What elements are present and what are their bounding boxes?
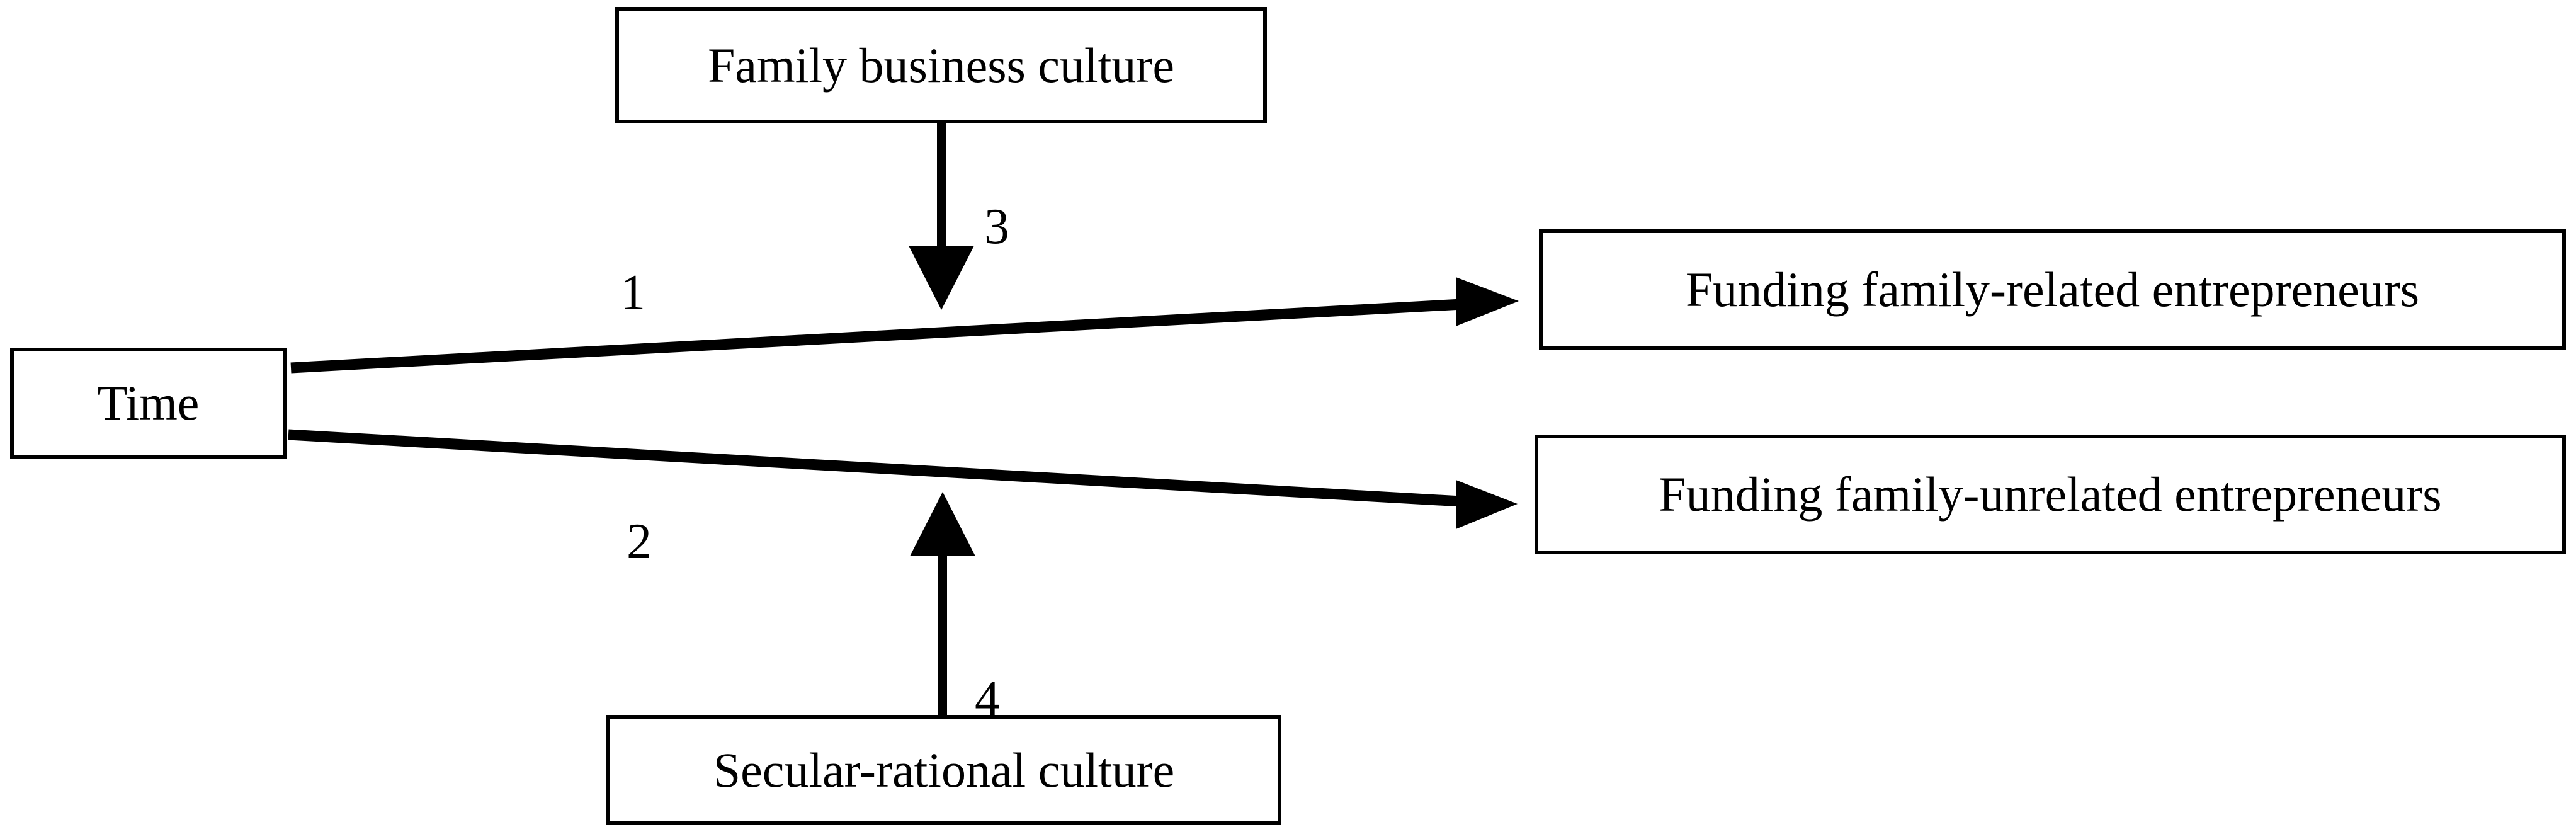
arrowhead-up-icon [910, 492, 975, 556]
node-funding-family-unrelated-entrepreneurs-label: Funding family-unrelated entrepreneurs [1659, 467, 2442, 522]
node-family-business-culture-label: Family business culture [708, 37, 1174, 93]
edge-4-label: 4 [975, 671, 1000, 727]
node-time[interactable]: Time [10, 348, 287, 459]
node-family-business-culture[interactable]: Family business culture [615, 7, 1267, 123]
edge-2-label: 2 [627, 514, 652, 569]
node-funding-family-unrelated-entrepreneurs[interactable]: Funding family-unrelated entrepreneurs [1535, 435, 2566, 554]
arrowhead-right-icon [1456, 480, 1518, 529]
edge-3-label: 3 [984, 199, 1009, 254]
node-funding-family-related-entrepreneurs[interactable]: Funding family-related entrepreneurs [1539, 229, 2566, 350]
arrowhead-down-icon [909, 246, 974, 310]
node-secular-rational-culture-label: Secular-rational culture [713, 742, 1175, 797]
edge-1-label: 1 [620, 265, 645, 321]
node-time-label: Time [97, 375, 200, 431]
edge-4-connector [910, 492, 975, 716]
node-funding-family-related-entrepreneurs-label: Funding family-related entrepreneurs [1685, 261, 2420, 317]
arrowhead-right-icon [1456, 277, 1519, 326]
node-secular-rational-culture[interactable]: Secular-rational culture [606, 715, 1281, 825]
edge-2-connector [288, 429, 1518, 529]
edge-1-connector [290, 277, 1519, 374]
edge-3-connector [909, 123, 974, 310]
